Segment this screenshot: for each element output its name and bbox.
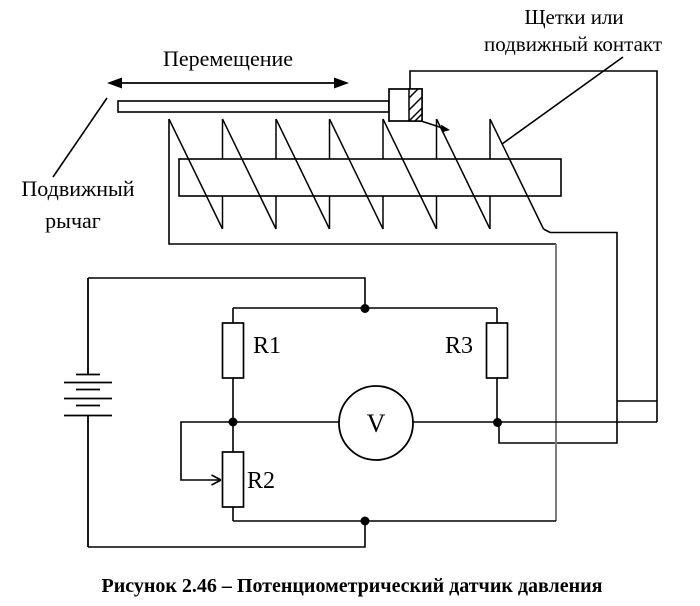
- resistor-r3: [485, 308, 509, 422]
- battery-symbol: [64, 278, 112, 547]
- resistor-r2: [221, 451, 245, 521]
- battery-top-wire: [88, 277, 366, 308]
- contact-arrow: [420, 120, 450, 133]
- leader-line-lever: [52, 97, 108, 178]
- junction-dot-right: [493, 418, 502, 427]
- junction-dots: [228, 304, 502, 526]
- junction-dot-top: [360, 304, 370, 313]
- resistor-r1-label: R1: [253, 333, 281, 359]
- coil-core: [178, 158, 562, 197]
- slider-block: [388, 88, 423, 122]
- junction-dot-left: [228, 417, 238, 427]
- resistor-r1: [221, 308, 245, 452]
- brushes-label-line2: подвижный контакт: [484, 32, 662, 56]
- winding-left-terminal: [168, 119, 557, 521]
- brushes-label-line1: Щетки или: [524, 5, 623, 29]
- coil-winding: [168, 118, 545, 230]
- battery-bottom-wire: [88, 521, 366, 548]
- lever-bar: [117, 100, 390, 113]
- displacement-arrow: [107, 77, 349, 89]
- lever-label-line2: рычаг: [45, 208, 101, 233]
- resistor-r3-label: R3: [445, 333, 473, 359]
- lever-label-line1: Подвижный: [21, 176, 134, 201]
- figure-caption: Рисунок 2.46 – Потенциометрический датчи…: [101, 575, 602, 597]
- resistor-r2-label: R2: [247, 468, 275, 494]
- wiper-wire: [409, 70, 658, 422]
- winding-right-terminal: [498, 228, 657, 444]
- voltmeter-label: V: [367, 409, 386, 438]
- r2-wiper-arrow: [180, 421, 233, 486]
- leader-line-brushes: [501, 56, 624, 145]
- voltmeter-circle: [338, 385, 414, 461]
- displacement-label: Перемещение: [163, 46, 293, 71]
- junction-dot-bottom: [360, 516, 370, 526]
